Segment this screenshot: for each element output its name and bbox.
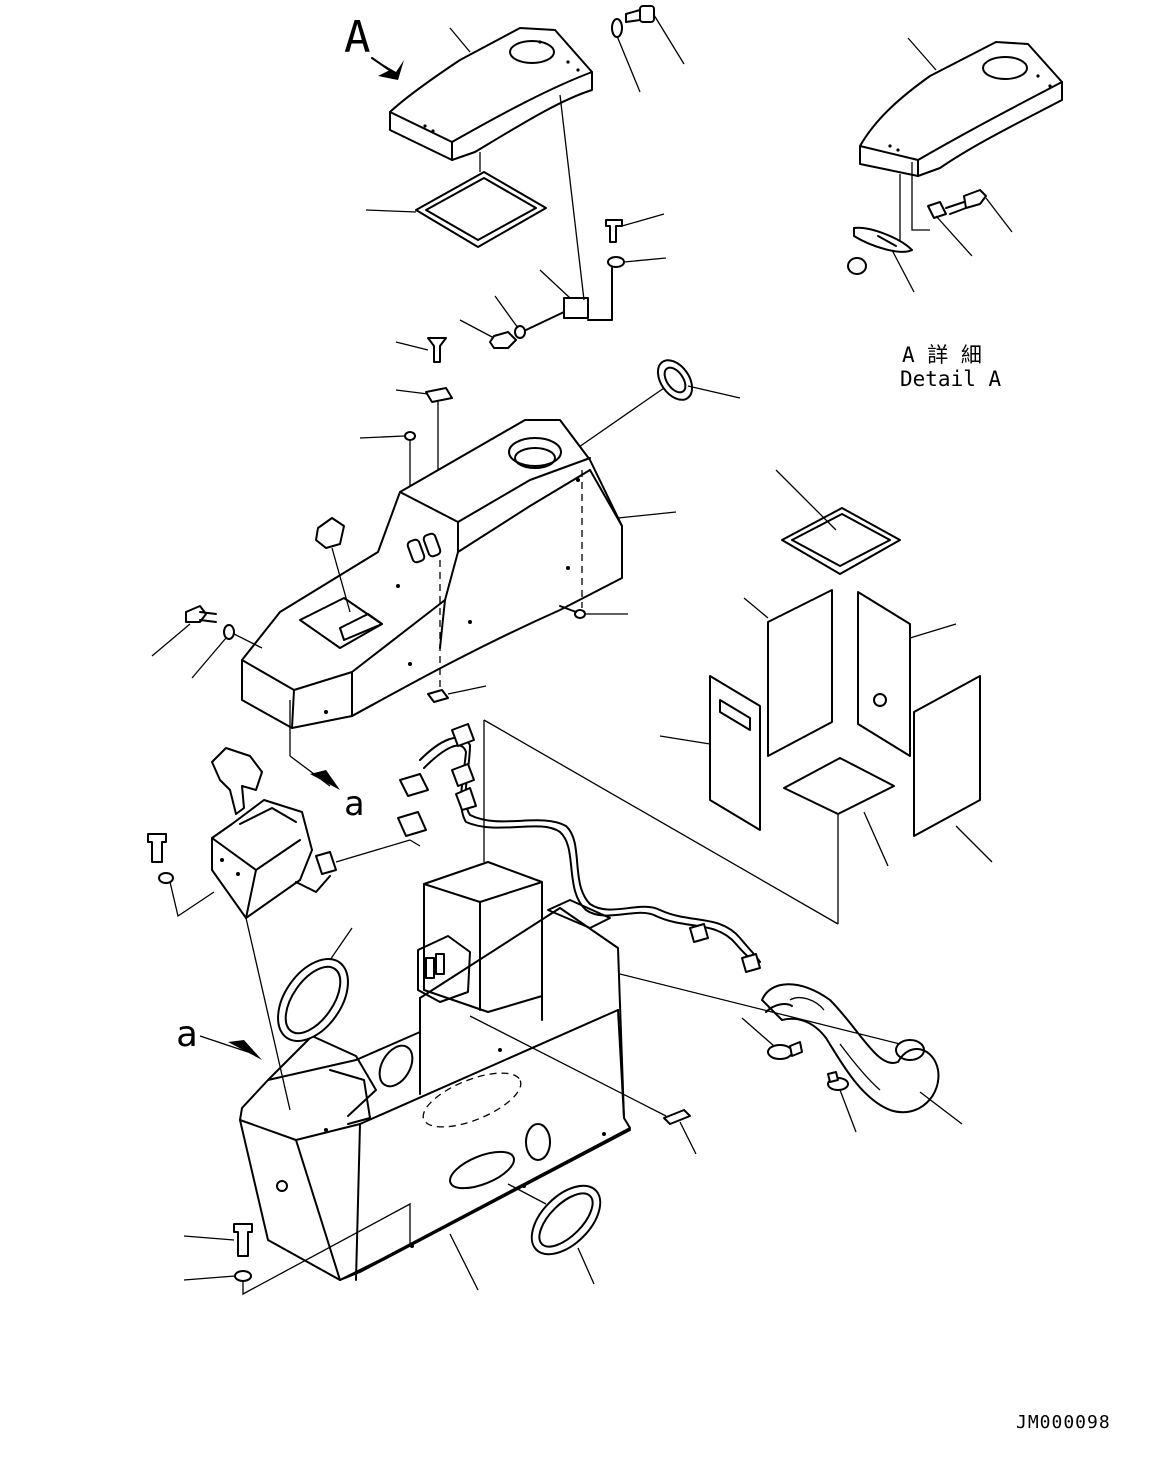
lever-bolt xyxy=(147,833,215,918)
base-bolt xyxy=(183,1202,411,1296)
top-bolt xyxy=(611,5,685,93)
fastener-stack xyxy=(459,94,667,349)
view-arrow-a: A xyxy=(344,12,404,80)
grommet xyxy=(565,359,741,457)
seal-ring-bottom xyxy=(507,1183,602,1285)
view-arrow-a-bottom: a xyxy=(176,1014,262,1060)
detail-title-en: Detail A xyxy=(900,367,1002,391)
wiring-harness xyxy=(397,723,761,973)
view-label-a: A xyxy=(344,12,371,63)
view-arrow-a-lower: a xyxy=(289,700,364,824)
console-switch xyxy=(315,517,351,613)
armrest-cover xyxy=(389,27,593,161)
console-cover xyxy=(241,419,677,729)
view-label-a-lower: a xyxy=(344,784,364,824)
left-bolt xyxy=(151,605,263,679)
cushion-pad xyxy=(365,152,547,248)
console-base xyxy=(239,719,839,1291)
small-pad xyxy=(469,1015,697,1155)
view-label-a-bottom: a xyxy=(176,1014,198,1055)
seal-ring-left xyxy=(277,927,353,1042)
insulation-pads xyxy=(659,469,993,867)
drawing-code: JM000098 xyxy=(1016,1412,1111,1433)
shift-lever-unit xyxy=(211,747,411,919)
air-duct-hose xyxy=(619,973,963,1133)
detail-a: A 詳 細 Detail A xyxy=(847,37,1063,391)
clip-nut xyxy=(427,605,628,703)
lever-rod-leader xyxy=(245,917,291,1111)
detail-title-jp: A 詳 細 xyxy=(902,343,982,367)
